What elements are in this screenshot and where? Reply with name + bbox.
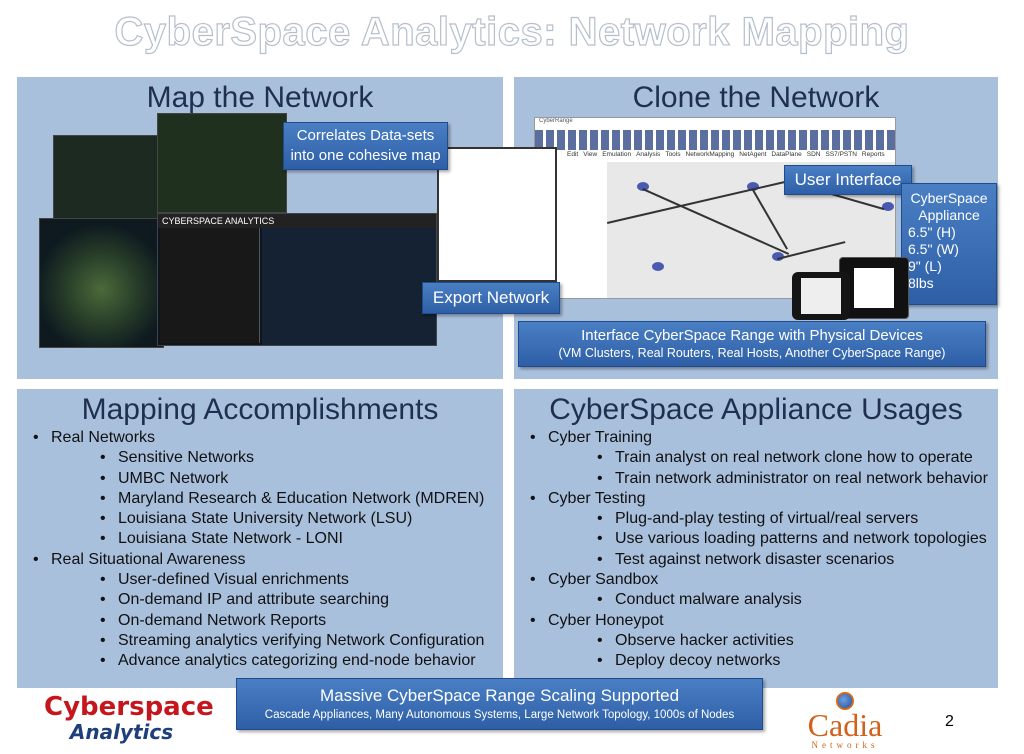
- bullet-item: Cyber Testing: [514, 489, 998, 509]
- ui-label: User Interface: [794, 170, 902, 189]
- toolbar: [535, 130, 895, 150]
- appliance-device-photo-front: [792, 272, 850, 320]
- bullet-item: Real Situational Awareness: [17, 550, 503, 570]
- appliance-spec-callout: CyberSpace Appliance 6.5" (H) 6.5" (W) 9…: [901, 183, 997, 305]
- panel-heading: CyberSpace Appliance Usages: [549, 393, 963, 426]
- analytics-app-screenshot: CYBERSPACE ANALYTICS: [157, 213, 437, 346]
- spec-height: 6.5" (H): [908, 224, 956, 240]
- menu-item[interactable]: Reports: [861, 151, 885, 158]
- appliance-usages-panel: CyberSpace Appliance Usages Cyber Traini…: [514, 389, 998, 688]
- sub-bullet-item: Train network administrator on real netw…: [514, 469, 998, 489]
- sub-bullet-item: Train analyst on real network clone how …: [514, 448, 998, 468]
- menu-bar: Edit View Emulation Analysis Tools NetworkMap…: [535, 150, 895, 160]
- cluster-map-screenshot: [39, 218, 164, 348]
- bullet-item: Cyber Training: [514, 428, 998, 448]
- network-map-screenshot-1: [53, 135, 163, 225]
- sub-bullet-item: Sensitive Networks: [17, 448, 503, 468]
- logo-text: Networks: [811, 740, 879, 750]
- sub-bullet-item: UMBC Network: [17, 469, 503, 489]
- user-interface-callout: User Interface: [784, 165, 912, 195]
- usages-list: Cyber TrainingTrain analyst on real netw…: [514, 428, 998, 672]
- menu-item[interactable]: DataPlane: [771, 151, 802, 158]
- menu-item[interactable]: View: [583, 151, 598, 158]
- bullet-item: Cyber Sandbox: [514, 570, 998, 590]
- sub-bullet-item: Deploy decoy networks: [514, 651, 998, 671]
- panel-heading: Clone the Network: [632, 81, 880, 114]
- logo-text: Cyberspace: [44, 692, 214, 722]
- sub-bullet-item: Test against network disaster scenarios: [514, 550, 998, 570]
- sub-bullet-item: Louisiana State Network - LONI: [17, 529, 503, 549]
- interface-physical-devices-callout: Interface CyberSpace Range with Physical…: [518, 321, 986, 367]
- page-number: 2: [945, 713, 954, 730]
- banner-subtitle: Cascade Appliances, Many Autonomous Syst…: [264, 709, 735, 721]
- menu-item[interactable]: Edit: [567, 151, 579, 158]
- interface-title: Interface CyberSpace Range with Physical…: [581, 327, 923, 344]
- sub-bullet-item: On-demand IP and attribute searching: [17, 590, 503, 610]
- sub-bullet-item: On-demand Network Reports: [17, 611, 503, 631]
- sub-bullet-item: Maryland Research & Education Network (M…: [17, 489, 503, 509]
- sub-bullet-item: Plug-and-play testing of virtual/real se…: [514, 509, 998, 529]
- app-title: CYBERSPACE ANALYTICS: [158, 214, 436, 228]
- xml-export-screenshot: [437, 147, 557, 282]
- slide-title: CyberSpace Analytics: Network Mapping: [114, 9, 910, 54]
- sub-bullet-item: Louisiana State University Network (LSU): [17, 509, 503, 529]
- scaling-banner: Massive CyberSpace Range Scaling Support…: [236, 678, 763, 730]
- sub-bullet-item: Observe hacker activities: [514, 631, 998, 651]
- bullet-item: Cyber Honeypot: [514, 611, 998, 631]
- sub-bullet-item: Use various loading patterns and network…: [514, 529, 998, 549]
- network-map-screenshot-2: [157, 113, 287, 213]
- cyberspace-analytics-logo: Cyberspace Analytics: [44, 692, 214, 744]
- map-network-panel: Map the Network CYBERSPACE ANALYTICS Cor…: [17, 77, 560, 379]
- menu-item[interactable]: NetAgent: [739, 151, 767, 158]
- menu-item[interactable]: NetworkMapping: [685, 151, 735, 158]
- banner-title: Massive CyberSpace Range Scaling Support…: [319, 686, 680, 705]
- appliance-name: CyberSpace Appliance: [910, 190, 988, 223]
- bullet-item: Real Networks: [17, 428, 503, 448]
- panel-heading: Mapping Accomplishments: [81, 393, 439, 426]
- menu-item[interactable]: Analysis: [636, 151, 661, 158]
- logo-text: Analytics: [69, 720, 174, 744]
- logo-text: Cadia: [807, 707, 883, 743]
- sub-bullet-item: Advance analytics categorizing end-node …: [17, 651, 503, 671]
- panel-heading: Map the Network: [146, 81, 374, 114]
- mapping-accomplishments-panel: Mapping Accomplishments Real NetworksSen…: [17, 389, 503, 688]
- accomplishments-list: Real NetworksSensitive NetworksUMBC Netw…: [17, 428, 503, 672]
- menu-item[interactable]: SDN: [806, 151, 821, 158]
- menu-item[interactable]: Emulation: [602, 151, 632, 158]
- callout-text: Correlates Data-sets into one cohesive m…: [290, 127, 441, 164]
- spec-length: 9" (L): [908, 258, 942, 274]
- interface-subtitle: (VM Clusters, Real Routers, Real Hosts, …: [558, 346, 946, 360]
- correlates-callout: Correlates Data-sets into one cohesive m…: [283, 122, 448, 170]
- cadia-networks-logo: Cadia Networks: [795, 692, 895, 750]
- sub-bullet-item: User-defined Visual enrichments: [17, 570, 503, 590]
- appliance-device-photo-back: [839, 257, 909, 319]
- export-network-button: Export Network: [422, 282, 560, 314]
- spec-weight: 8lbs: [908, 275, 934, 291]
- menu-item[interactable]: SS7/PSTN: [825, 151, 857, 158]
- menu-item[interactable]: Tools: [665, 151, 681, 158]
- spec-width: 6.5" (W): [908, 241, 959, 257]
- sub-bullet-item: Streaming analytics verifying Network Co…: [17, 631, 503, 651]
- globe-icon: [836, 692, 854, 710]
- export-label: Export Network: [432, 288, 550, 307]
- sub-bullet-item: Conduct malware analysis: [514, 590, 998, 610]
